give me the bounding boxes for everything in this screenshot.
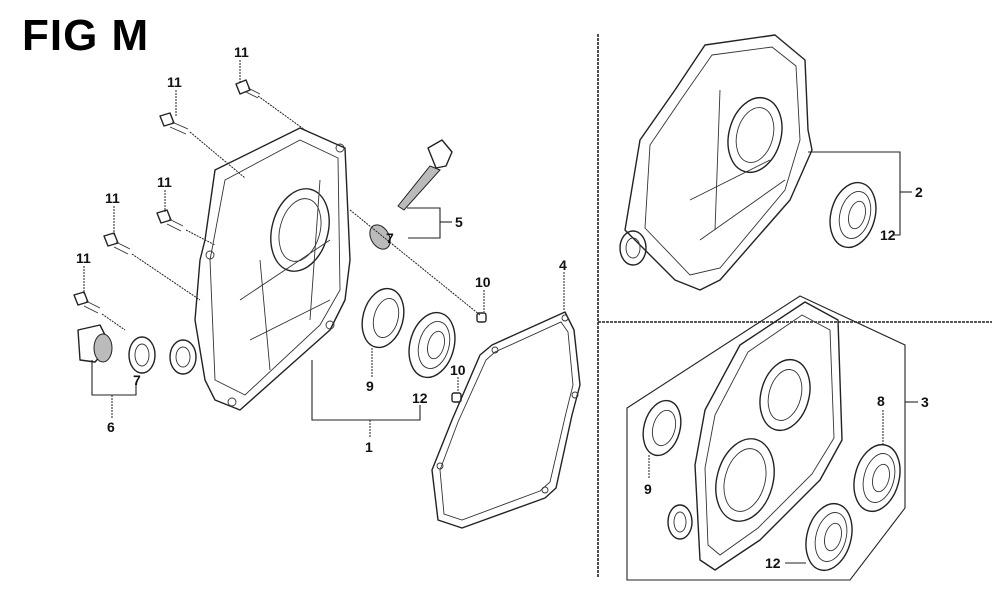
callout-11-top: 11 <box>234 44 249 60</box>
callout-1: 1 <box>365 439 373 455</box>
crankcase-cover-main[interactable] <box>194 127 351 411</box>
callout-9-variant-3: 9 <box>644 481 652 497</box>
callout-11-left: 11 <box>105 190 120 206</box>
drain-boss <box>169 339 197 375</box>
callout-3: 3 <box>921 394 929 410</box>
callout-11-lower-left: 11 <box>76 250 91 266</box>
leader-cover-to-dowel <box>349 209 481 316</box>
oil-seal-variant-3[interactable] <box>637 396 686 459</box>
bolt-top[interactable] <box>235 79 306 131</box>
callout-11-mid: 11 <box>157 174 172 190</box>
dowel-pin-upper[interactable] <box>476 312 487 323</box>
callout-4: 4 <box>559 257 567 273</box>
bracket-assembly-1 <box>311 360 421 421</box>
gasket[interactable] <box>431 311 581 529</box>
callout-7-left: 7 <box>133 372 141 388</box>
drain-plug[interactable] <box>77 324 113 363</box>
callout-2: 2 <box>915 184 923 200</box>
callout-10-lower: 10 <box>450 362 466 378</box>
callout-7-right: 7 <box>386 230 394 246</box>
bolt-left[interactable] <box>103 232 201 301</box>
washer-right[interactable] <box>366 221 395 253</box>
bearing-variant-2[interactable] <box>823 177 883 252</box>
figure-title: FIG M <box>22 11 150 60</box>
callout-12: 12 <box>412 390 428 406</box>
outline-assembly-3 <box>626 295 906 581</box>
oil-seal[interactable] <box>356 284 410 352</box>
bolt-lower-left[interactable] <box>73 291 126 331</box>
callout-9: 9 <box>366 378 374 394</box>
callout-12-variant-3: 12 <box>765 555 781 571</box>
callout-12-variant-2: 12 <box>880 227 896 243</box>
bolt-mid[interactable] <box>156 209 216 246</box>
callout-11-upper-left: 11 <box>167 74 182 90</box>
callout-6: 6 <box>107 419 115 435</box>
crankcase-cover-variant-3[interactable] <box>667 301 843 571</box>
callout-10-upper: 10 <box>475 274 491 290</box>
bearing-variant-3-bottom[interactable] <box>799 498 859 575</box>
bearing-variant-3-right[interactable] <box>847 439 907 516</box>
bracket-assembly-5 <box>407 207 441 239</box>
crankcase-cover-variant-2[interactable] <box>619 34 813 291</box>
bearing[interactable] <box>402 307 462 382</box>
bracket-assembly-2 <box>808 151 901 236</box>
callout-5: 5 <box>455 214 463 230</box>
bracket-assembly-6 <box>91 360 137 396</box>
oil-level-gauge[interactable] <box>397 139 453 211</box>
washer-left[interactable] <box>128 336 156 374</box>
callout-8: 8 <box>877 393 885 409</box>
bolt-upper-left[interactable] <box>159 112 246 179</box>
